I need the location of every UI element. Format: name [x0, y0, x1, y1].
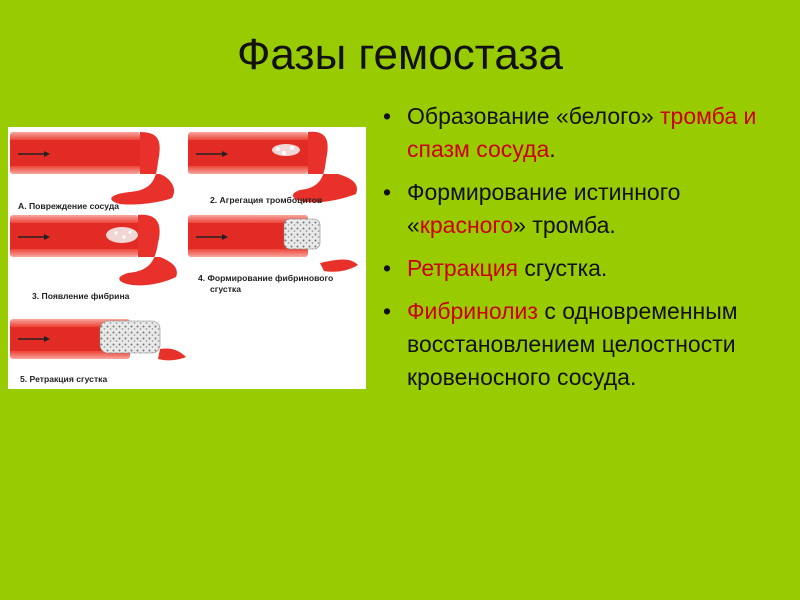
bullet-highlight: тромба и спазм сосуда: [407, 103, 757, 162]
slide-title: Фазы гемостаза: [236, 30, 563, 79]
panel-2-label: 2. Агрегация тромбоцитов: [210, 195, 322, 205]
bullet-marker: •: [383, 255, 392, 281]
vessel-panel-4: 4. Формирование фибринового сгустка: [188, 215, 358, 294]
bullet-marker: •: [383, 179, 392, 205]
bullet-item: • Фибринолиз с одновременным восстановле…: [383, 295, 788, 394]
panel-3-label: 3. Появление фибрина: [32, 291, 130, 301]
panel-4-label-line1: 4. Формирование фибринового: [198, 273, 333, 283]
bullet-highlight: красного: [419, 212, 514, 238]
bullet-highlight: Фибринолиз: [407, 298, 538, 324]
bullet-item: • Ретракция сгустка.: [383, 252, 788, 285]
bullet-marker: •: [383, 298, 392, 324]
vessel-panel-1: А. Повреждение сосуда: [10, 132, 175, 211]
bullet-marker: •: [383, 103, 392, 129]
bullet-text: сгустка.: [518, 255, 608, 281]
bullet-text: .: [549, 136, 556, 162]
panel-5-label: 5. Ретракция сгустка: [20, 374, 107, 384]
vessel-panel-5: 5. Ретракция сгустка: [10, 319, 186, 384]
bullet-highlight: Ретракция: [407, 255, 519, 281]
phase-bullet-list: • Образование «белого» тромба и спазм со…: [383, 100, 788, 404]
bullet-text: Образование «белого»: [407, 103, 661, 129]
vessel-panel-3: 3. Появление фибрина: [10, 214, 177, 301]
panel-4-label-line2: сгустка: [210, 284, 241, 294]
panel-1-label: А. Повреждение сосуда: [18, 201, 119, 211]
bullet-text: Формирование истинного «: [407, 179, 681, 238]
bullet-item: • Образование «белого» тромба и спазм со…: [383, 100, 788, 166]
hemostasis-diagram: А. Повреждение сосуда 2. Агрегация тромб…: [8, 127, 366, 389]
bullet-item: • Формирование истинного «красного» тром…: [383, 176, 788, 242]
hemostasis-diagram-svg: А. Повреждение сосуда 2. Агрегация тромб…: [10, 131, 358, 384]
vessel-panel-2: 2. Агрегация тромбоцитов: [188, 131, 358, 205]
bullet-text: с одновременным восстановлением целостно…: [407, 298, 738, 390]
bullet-text: » тромба.: [513, 212, 616, 238]
